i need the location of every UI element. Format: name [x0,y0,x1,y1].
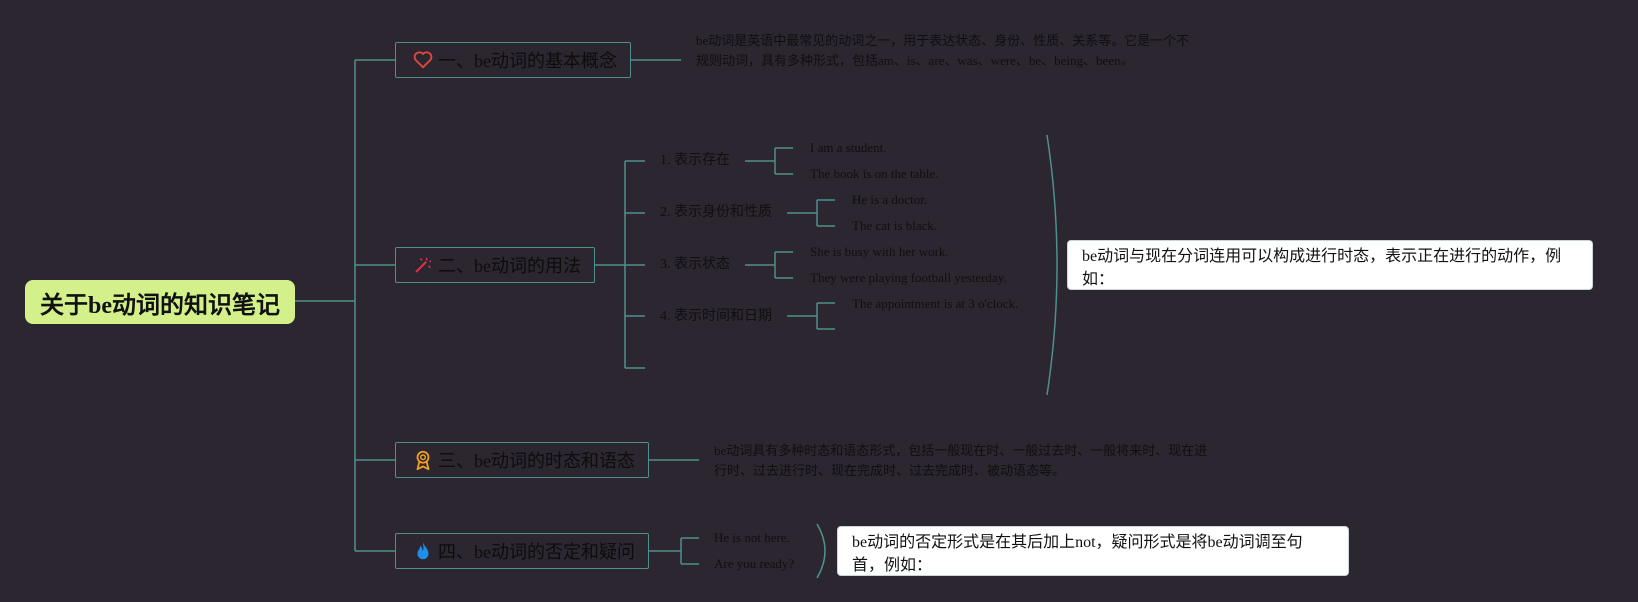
root-title: 关于be动词的知识笔记 [40,292,280,319]
example-text: He is a doctor. [852,192,928,207]
example-text: They were playing football yesterday. [810,270,1007,285]
topic-label: 四、be动词的否定和疑问 [438,542,635,562]
topic-tense-voice[interactable]: 三、be动词的时态和语态 [395,442,649,478]
root-topic[interactable]: 关于be动词的知识笔记 [25,280,295,324]
topic-basic-concept[interactable]: 一、be动词的基本概念 [395,42,631,78]
topic-usage[interactable]: 二、be动词的用法 [395,247,595,283]
topic-label: 三、be动词的时态和语态 [438,451,635,471]
subtopic-time-date[interactable]: 4. 表示时间和日期 [660,309,772,324]
example-text: He is not here. [714,530,790,545]
flame-icon [412,540,434,562]
topic-label: 二、be动词的用法 [438,256,581,276]
subtopic-state[interactable]: 3. 表示状态 [660,257,730,272]
example-text: The cat is black. [852,218,938,233]
example-text: The appointment is at 3 o'clock. [852,296,1019,311]
example-text: The book is on the table. [810,166,939,181]
subtopic-identity[interactable]: 2. 表示身份和性质 [660,205,772,220]
example-text: I am a student. [810,140,887,155]
magic-wand-icon [412,254,434,276]
example-text: She is busy with her work. [810,244,949,259]
summary-note[interactable]: be动词的否定形式是在其后加上not，疑问形式是将be动词调至句首，例如： [837,526,1349,576]
topic-description: be动词具有多种时态和语态形式，包括一般现在时、一般过去时、一般将来时、现在进行… [714,443,1208,478]
subtopic-existence[interactable]: 1. 表示存在 [660,153,730,168]
example-text: Are you ready? [714,556,795,571]
heart-icon [412,49,434,71]
award-icon [412,449,434,471]
topic-description: be动词是英语中最常见的动词之一，用于表达状态、身份、性质、关系等。它是一个不规… [696,33,1190,68]
topic-label: 一、be动词的基本概念 [438,51,617,71]
topic-negation-question[interactable]: 四、be动词的否定和疑问 [395,533,649,569]
summary-note[interactable]: be动词与现在分词连用可以构成进行时态，表示正在进行的动作，例如： [1067,240,1593,290]
